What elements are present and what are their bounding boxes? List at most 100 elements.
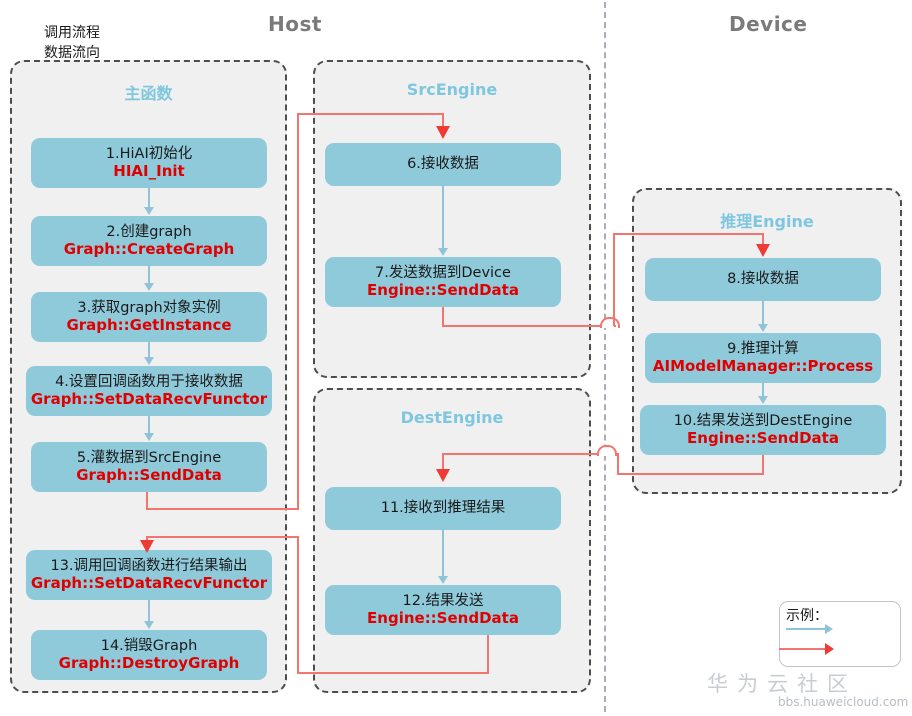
data-arrow-7-8-seg4 (613, 233, 615, 326)
data-arrow-12-13-seg1 (487, 635, 489, 674)
step-4-api: Graph::SetDataRecvFunctor (30, 390, 268, 409)
data-arrow-7-8-head (756, 244, 770, 257)
legend-label-call-flow: 调用流程 (44, 25, 100, 41)
call-arrow-4-5-head (144, 433, 154, 441)
data-arrow-10-11-seg5 (442, 453, 444, 471)
step-box-3[interactable]: 3.获取graph对象实例 Graph::GetInstance (31, 292, 267, 342)
group-title-src-engine: SrcEngine (406, 80, 498, 99)
group-src-engine: SrcEngine (313, 60, 591, 378)
watermark-url-text: bbs.huaweicloud.com (778, 695, 909, 709)
call-arrow-3-4-head (144, 357, 154, 365)
data-arrow-7-8-seg3 (614, 325, 616, 327)
call-arrow-1-2-line (148, 188, 150, 208)
line-hop-icon-10-11 (597, 445, 617, 456)
data-arrow-10-11-seg1 (762, 455, 764, 475)
step-7-label: 7.发送数据到Device (375, 264, 511, 281)
step-10-label: 10.结果发送到DestEngine (673, 412, 853, 429)
step-box-4[interactable]: 4.设置回调函数用于接收数据 Graph::SetDataRecvFunctor (26, 366, 272, 416)
column-header-host: Host (268, 12, 322, 36)
step-9-api: AIModelManager::Process (652, 357, 874, 376)
step-7-api: Engine::SendData (367, 281, 519, 300)
group-title-inference-engine: 推理Engine (720, 212, 814, 231)
step-12-api: Engine::SendData (367, 609, 519, 628)
step-box-8[interactable]: 8.接收数据 (645, 258, 881, 301)
data-arrow-7-8-seg2 (442, 325, 606, 327)
group-title-dest-engine: DestEngine (400, 408, 504, 427)
step-box-13[interactable]: 13.调用回调函数进行结果输出 Graph::SetDataRecvFuncto… (26, 550, 272, 600)
step-box-5[interactable]: 5.灌数据到SrcEngine Graph::SendData (31, 442, 267, 492)
data-arrow-12-13-seg2 (297, 672, 489, 674)
data-arrow-10-11-seg2 (617, 473, 764, 475)
step-box-14[interactable]: 14.销毁Graph Graph::DestroyGraph (31, 630, 267, 680)
data-arrow-10-11-head (436, 469, 450, 482)
data-arrow-12-13-head (140, 540, 154, 553)
step-box-12[interactable]: 12.结果发送 Engine::SendData (325, 585, 561, 635)
step-3-api: Graph::GetInstance (66, 316, 232, 335)
legend-label-data-flow: 数据流向 (44, 45, 100, 61)
step-10-api: Engine::SendData (687, 429, 839, 448)
call-arrow-9-10-head (758, 396, 768, 404)
legend-data-flow-arrow-icon (825, 643, 834, 655)
call-arrow-8-9-head (758, 324, 768, 332)
group-title-main-function: 主函数 (124, 84, 173, 103)
step-9-label: 9.推理计算 (727, 340, 799, 357)
legend-call-flow-arrow-icon (825, 624, 833, 634)
line-hop-icon-7-8 (600, 317, 620, 328)
step-1-label: 1.HiAI初始化 (105, 145, 193, 162)
watermark-text: 华为云社区 (707, 672, 857, 696)
step-box-1[interactable]: 1.HiAI初始化 HIAI_Init (31, 138, 267, 188)
step-box-6[interactable]: 6.接收数据 (325, 143, 561, 186)
step-1-api: HIAI_Init (113, 162, 185, 181)
step-6-label: 6.接收数据 (407, 156, 479, 173)
call-arrow-9-10-line (762, 383, 764, 397)
step-14-api: Graph::DestroyGraph (58, 654, 240, 673)
step-12-label: 12.结果发送 (402, 592, 484, 609)
call-arrow-1-2-head (144, 207, 154, 215)
data-arrow-12-13-seg3 (297, 536, 299, 674)
data-arrow-7-8-seg1 (442, 307, 444, 327)
call-arrow-2-3-head (144, 283, 154, 291)
data-arrow-5-6-seg4 (297, 113, 444, 115)
group-dest-engine: DestEngine (313, 388, 591, 693)
call-arrow-13-14-line (148, 600, 150, 622)
step-5-label: 5.灌数据到SrcEngine (76, 449, 222, 466)
data-arrow-7-8-seg6 (762, 233, 764, 246)
step-5-api: Graph::SendData (76, 466, 222, 485)
call-arrow-6-7-head (438, 248, 448, 256)
step-box-2[interactable]: 2.创建graph Graph::CreateGraph (31, 216, 267, 266)
data-arrow-5-6-seg3 (297, 113, 299, 510)
step-13-api: Graph::SetDataRecvFunctor (30, 574, 268, 593)
host-device-divider (604, 2, 606, 712)
call-arrow-8-9-line (762, 301, 764, 325)
data-arrow-10-11-seg4 (443, 453, 603, 455)
data-arrow-7-8-seg5 (613, 233, 764, 235)
legend-panel: 示例： (779, 601, 901, 667)
step-8-label: 8.接收数据 (727, 271, 799, 288)
call-arrow-13-14-head (144, 621, 154, 629)
data-arrow-5-6-head (436, 126, 450, 139)
step-2-label: 2.创建graph (106, 223, 192, 240)
legend-call-flow-line (786, 628, 826, 630)
step-box-10[interactable]: 10.结果发送到DestEngine Engine::SendData (640, 405, 886, 455)
step-2-api: Graph::CreateGraph (63, 240, 235, 259)
step-14-label: 14.销毁Graph (100, 637, 198, 654)
call-arrow-3-4-line (148, 342, 150, 358)
call-arrow-11-12-line (442, 530, 444, 577)
step-box-9[interactable]: 9.推理计算 AIModelManager::Process (645, 333, 881, 383)
data-arrow-5-6-seg5 (442, 113, 444, 128)
step-4-label: 4.设置回调函数用于接收数据 (55, 373, 243, 390)
data-arrow-12-13-seg5 (146, 536, 148, 542)
step-box-11[interactable]: 11.接收到推理结果 (325, 487, 561, 530)
data-arrow-12-13-seg4 (146, 536, 299, 538)
legend-title: 示例： (786, 608, 828, 624)
data-arrow-5-6-seg2 (146, 508, 299, 510)
column-header-device: Device (729, 12, 808, 36)
call-arrow-11-12-head (438, 576, 448, 584)
call-arrow-4-5-line (148, 416, 150, 434)
step-box-7[interactable]: 7.发送数据到Device Engine::SendData (325, 257, 561, 307)
call-arrow-6-7-line (442, 186, 444, 249)
step-11-label: 11.接收到推理结果 (380, 500, 506, 517)
data-arrow-10-11-seg3 (617, 453, 619, 475)
call-arrow-2-3-line (148, 266, 150, 284)
